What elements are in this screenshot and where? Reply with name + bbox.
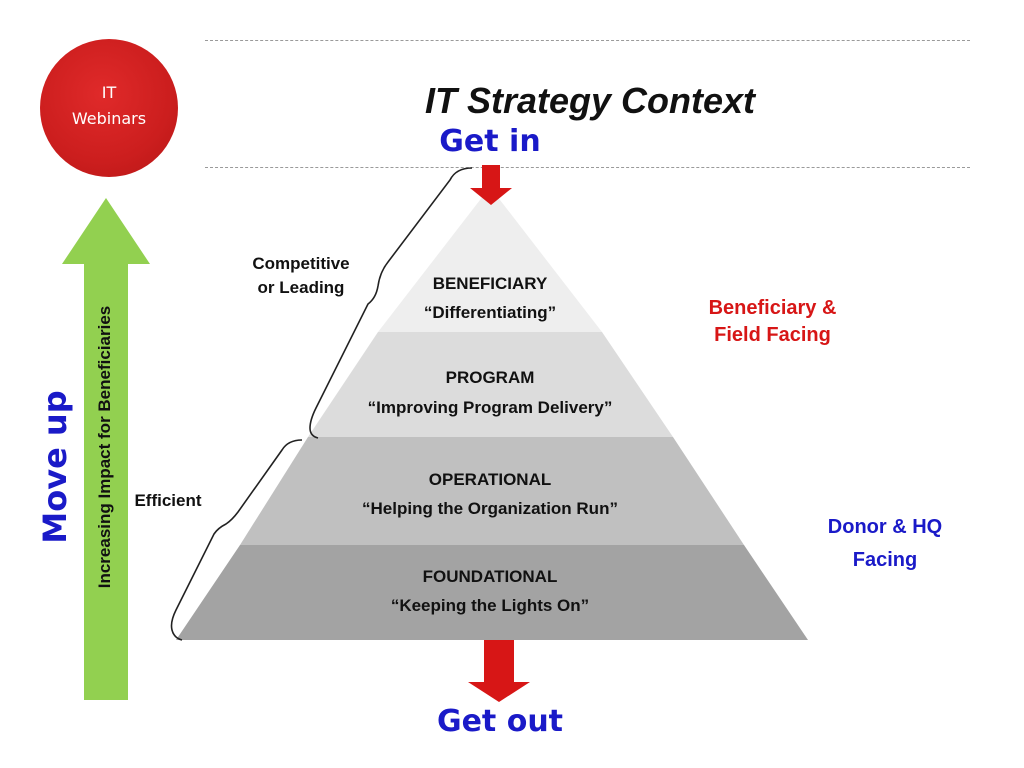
pyramid-tier-program bbox=[308, 332, 673, 437]
competitive-label-line1: Competitive bbox=[252, 254, 350, 273]
donor-facing-line2: Facing bbox=[852, 549, 918, 571]
get-in-label: Get in bbox=[439, 124, 541, 159]
lower-curly-brace bbox=[170, 439, 303, 641]
efficient-label: Efficient bbox=[134, 491, 202, 510]
tier-desc-operational: “Helping the Organization Run” bbox=[362, 499, 618, 518]
top-dashed-rule bbox=[205, 40, 970, 41]
competitive-label-line2: or Leading bbox=[257, 278, 345, 297]
tier-name-operational: OPERATIONAL bbox=[428, 470, 552, 489]
title-dashed-rule bbox=[205, 167, 970, 168]
logo-line2: Webinars bbox=[71, 109, 147, 128]
it-webinars-logo: IT Webinars bbox=[40, 39, 178, 177]
move-up-label: Move up bbox=[36, 390, 74, 544]
donor-facing-line1: Donor & HQ bbox=[827, 516, 943, 538]
pyramid-tier-operational bbox=[240, 437, 744, 545]
increasing-impact-label: Increasing Impact for Beneficiaries bbox=[95, 305, 114, 589]
increasing-impact-arrow bbox=[62, 198, 150, 700]
tier-name-program: PROGRAM bbox=[445, 368, 535, 387]
tier-desc-program: “Improving Program Delivery” bbox=[367, 398, 613, 417]
tier-desc-beneficiary: “Differentiating” bbox=[423, 303, 557, 322]
tier-name-foundational: FOUNDATIONAL bbox=[422, 567, 558, 586]
beneficiary-facing-line1: Beneficiary & bbox=[708, 297, 837, 319]
beneficiary-facing-line2: Field Facing bbox=[714, 324, 831, 346]
pyramid-tier-beneficiary bbox=[378, 187, 602, 332]
get-out-label: Get out bbox=[436, 704, 564, 739]
tier-name-beneficiary: BENEFICIARY bbox=[432, 274, 548, 293]
pyramid-tier-foundational bbox=[176, 545, 808, 640]
get-in-arrow bbox=[470, 165, 512, 205]
logo-line1: IT bbox=[101, 83, 117, 102]
tier-desc-foundational: “Keeping the Lights On” bbox=[390, 596, 590, 615]
get-out-arrow bbox=[468, 640, 530, 702]
page-title: IT Strategy Context bbox=[424, 80, 756, 121]
upper-curly-brace bbox=[309, 167, 473, 439]
